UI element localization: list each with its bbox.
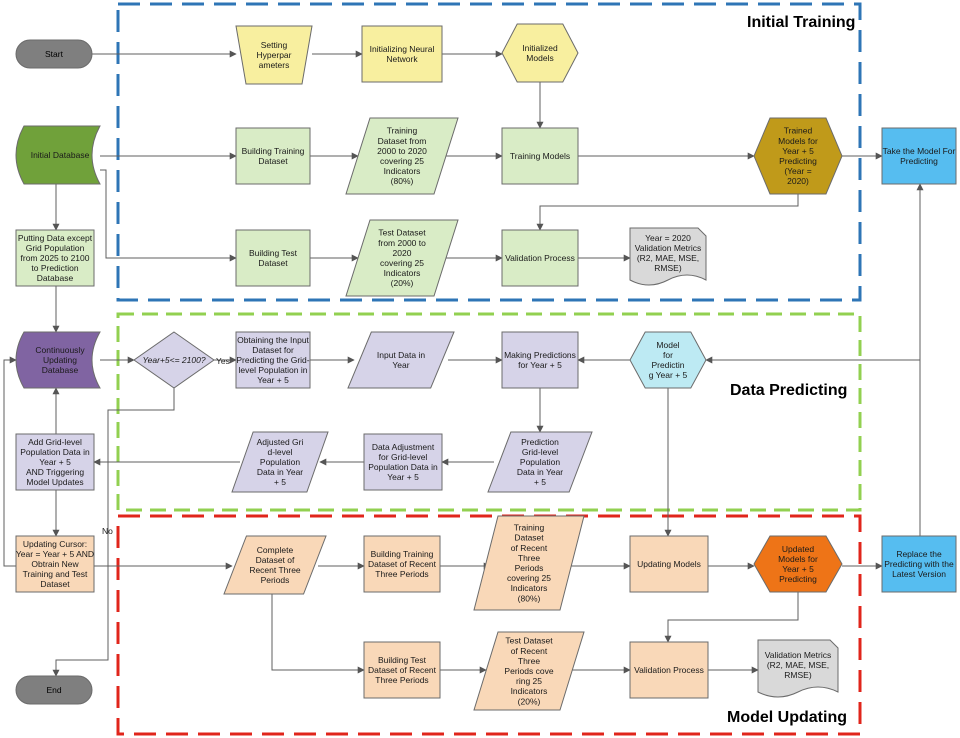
- node-label-start: Start: [45, 49, 64, 59]
- node-label-decision: Year+5<= 2100?: [142, 355, 205, 365]
- node-start: Start: [15, 39, 93, 69]
- edge-label-yes: Yes: [216, 356, 230, 366]
- data-predicting-frame: [116, 312, 862, 512]
- node-label-validation-process-1: Validation Process: [505, 253, 575, 263]
- node-label-validation-process-2: Validation Process: [634, 665, 704, 675]
- node-label-end: End: [46, 685, 61, 695]
- node-label-updating-models: Updating Models: [637, 559, 701, 569]
- edge-decision-no-to-end: [52, 388, 175, 677]
- section-title-initial-training: Initial Training: [747, 14, 856, 31]
- node-training-models: Training Models: [501, 127, 579, 185]
- edge-label-no: No: [102, 526, 113, 536]
- node-label-initial-database: Initial Database: [31, 150, 90, 160]
- initial-training-frame: [116, 2, 862, 302]
- node-decision: Year+5<= 2100?: [133, 331, 215, 389]
- edge-complete-to-building-test: [271, 594, 365, 674]
- node-end: End: [15, 675, 93, 705]
- node-label-validation-metrics-2: Validation Metrics(R2, MAE, MSE,RMSE): [765, 650, 831, 680]
- node-updating-models: Updating Models: [629, 535, 709, 593]
- edge-take-model-to-model-predicting: [705, 184, 921, 364]
- edge-updated-to-validation: [664, 592, 799, 643]
- node-validation-metrics-2: Validation Metrics(R2, MAE, MSE,RMSE): [757, 639, 839, 698]
- edge-cursor-loop-to-continuous: [3, 356, 17, 567]
- node-validation-process-1: Validation Process: [501, 229, 579, 287]
- model-updating-frame: [116, 514, 862, 736]
- edge-initialdb-to-building-test: [100, 169, 237, 262]
- edge-trained-to-validation: [536, 194, 799, 231]
- section-title-model-updating: Model Updating: [727, 709, 847, 726]
- node-label-training-models: Training Models: [510, 151, 570, 161]
- node-validation-process-2: Validation Process: [629, 641, 709, 699]
- node-initial-database: Initial Database: [15, 125, 101, 185]
- section-title-data-predicting: Data Predicting: [730, 382, 848, 399]
